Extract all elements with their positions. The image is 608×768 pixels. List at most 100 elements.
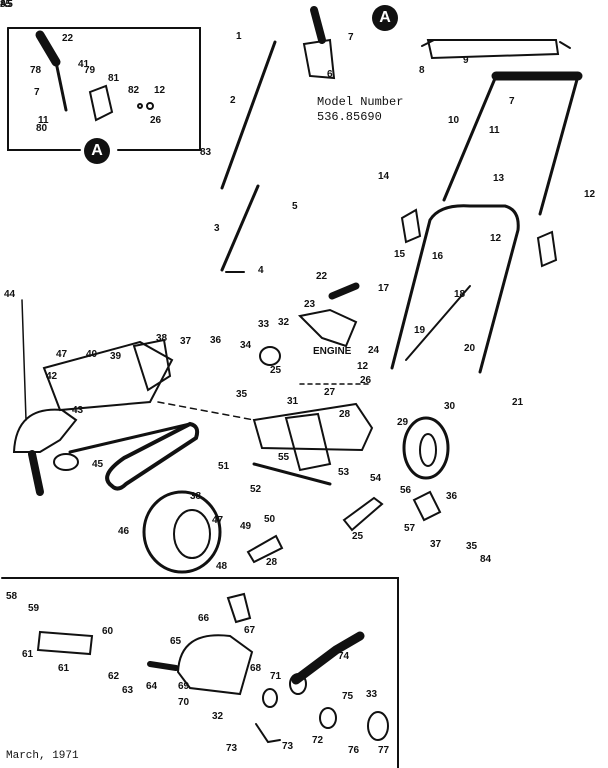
rod-3 (220, 184, 260, 272)
part-number-32: 32 (278, 317, 290, 328)
part-number-14: 14 (378, 171, 390, 182)
inset-box-bottom (1, 577, 399, 768)
part-number-67: 67 (244, 625, 256, 636)
part-number-33: 33 (366, 689, 378, 700)
part-number-61: 61 (58, 663, 70, 674)
part-number-27: 27 (324, 387, 336, 398)
part-number-19: 19 (414, 325, 426, 336)
part-number-64: 64 (146, 681, 158, 692)
part-number-38: 38 (190, 491, 202, 502)
model-number: 536.85690 (317, 110, 382, 124)
part-number-30: 30 (444, 401, 456, 412)
part-number-36: 36 (446, 491, 458, 502)
part-number-59: 59 (28, 603, 40, 614)
part-number-77: 77 (378, 745, 390, 756)
part-number-39: 39 (110, 351, 122, 362)
part-number-46: 46 (118, 526, 130, 537)
lower-handle-17 (390, 204, 520, 374)
part-number-80: 80 (36, 123, 48, 134)
part-number-28: 28 (266, 557, 278, 568)
belt-45 (105, 421, 200, 491)
part-number-24: 24 (368, 345, 380, 356)
part-number-65: 65 (170, 636, 182, 647)
part-number-43: 43 (72, 405, 84, 416)
part-number-71: 71 (270, 671, 282, 682)
part-number-12: 12 (154, 85, 166, 96)
part-number-17: 17 (378, 283, 390, 294)
part-number-23: 23 (304, 299, 316, 310)
part-number-11: 11 (489, 125, 500, 136)
part-number-6: 6 (327, 69, 333, 80)
rod-2 (220, 40, 277, 190)
part-number-47: 47 (212, 515, 224, 526)
part-number-7: 7 (34, 87, 40, 98)
part-number-72: 72 (312, 735, 324, 746)
part-number-37: 37 (180, 336, 192, 347)
part-number-12: 12 (584, 189, 596, 200)
part-number-12: 12 (357, 361, 369, 372)
part-number-22: 22 (62, 33, 74, 44)
part-number-8: 8 (419, 65, 425, 76)
part-number-3: 3 (214, 223, 220, 234)
part-number-20: 20 (464, 343, 476, 354)
part-number-35: 35 (236, 389, 248, 400)
part-number-26: 26 (360, 375, 372, 386)
part-number-16: 16 (432, 251, 444, 262)
part-number-55: 55 (278, 452, 290, 463)
deck-31 (252, 402, 374, 452)
part-number-83: 83 (200, 147, 212, 158)
part-number-4: 4 (258, 265, 264, 276)
part-number-57: 57 (404, 523, 416, 534)
part-number-13: 13 (493, 173, 505, 184)
part-number-45: 45 (92, 459, 104, 470)
part-number-74: 74 (338, 651, 350, 662)
part-number-62: 62 (108, 671, 120, 682)
part-number-31: 31 (287, 396, 299, 407)
part-number-51: 51 (218, 461, 230, 472)
part-number-76: 76 (348, 745, 360, 756)
callout-a-inset: A (84, 138, 110, 164)
part-number-28: 28 (339, 409, 351, 420)
part-number-12: 12 (490, 233, 502, 244)
part-number-9: 9 (463, 55, 469, 66)
wheel-38 (142, 490, 222, 574)
part-number-29: 29 (397, 417, 409, 428)
part-number-58: 58 (6, 591, 18, 602)
part-number-41: 41 (78, 59, 90, 70)
callout-a-top: A (372, 5, 398, 31)
part-number-25: 25 (352, 531, 364, 542)
part-number-60: 60 (102, 626, 114, 637)
part-number-25: 25 (270, 365, 282, 376)
wheel-30 (402, 416, 450, 480)
part-number-37: 37 (430, 539, 442, 550)
part-number-18: 18 (454, 289, 466, 300)
part-number-78: 78 (30, 65, 42, 76)
part-number-84: 84 (480, 554, 492, 565)
part-number-35: 35 (466, 541, 478, 552)
part-number-1: 1 (236, 31, 242, 42)
part-number-11: 11 (38, 115, 49, 126)
part-number-22: 22 (316, 271, 328, 282)
part-number-53: 53 (338, 467, 350, 478)
part-number-85: 85 (0, 0, 12, 10)
part-number-34: 34 (240, 340, 252, 351)
part-number-33: 33 (258, 319, 270, 330)
part-number-7: 7 (348, 32, 354, 43)
part-number-70: 70 (178, 697, 190, 708)
part-number-10: 10 (448, 115, 460, 126)
part-number-26: 26 (150, 115, 162, 126)
date-label: March, 1971 (6, 750, 79, 762)
part-number-75: 75 (342, 691, 354, 702)
part-number-15: 15 (394, 249, 406, 260)
part-number-42: 42 (46, 371, 58, 382)
part-number-81: 81 (108, 73, 120, 84)
part-number-54: 54 (370, 473, 382, 484)
part-number-73: 73 (226, 743, 238, 754)
part-number-82: 82 (128, 85, 140, 96)
part-number-44: 44 (4, 289, 16, 300)
part-number-63: 63 (122, 685, 134, 696)
inset-box-a (7, 27, 201, 151)
part-number-47: 47 (56, 349, 68, 360)
part-number-48: 48 (216, 561, 228, 572)
